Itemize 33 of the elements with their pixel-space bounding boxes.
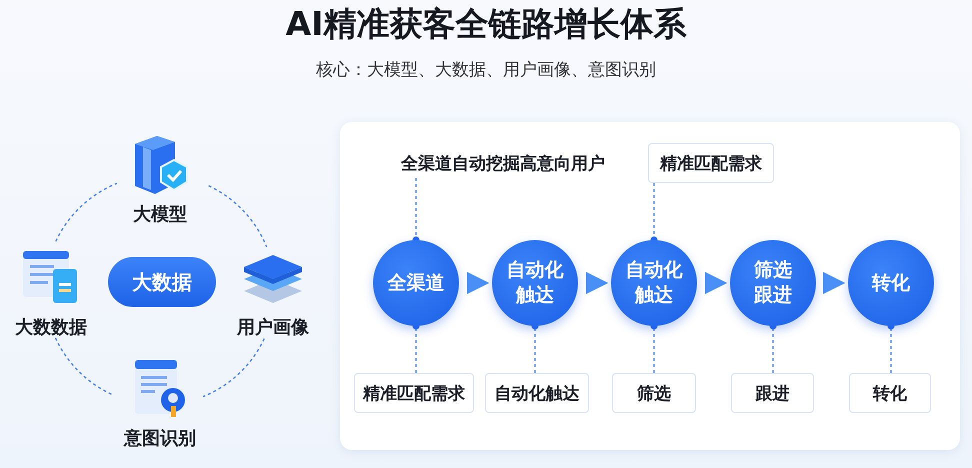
icon-label: 意图识别 <box>124 427 196 450</box>
tag-box <box>485 373 589 413</box>
tag-label: 自动化触达 <box>494 382 580 404</box>
icon-label: 大模型 <box>133 203 187 226</box>
arrow <box>584 272 608 294</box>
icon-label: 用户画像 <box>237 316 309 339</box>
subtitle: 核心：大模型、大数据、用户画像、意图识别 <box>315 59 657 81</box>
step-label: 自动化触达 <box>624 258 684 308</box>
tag-box <box>354 373 474 413</box>
step-label: 自动化触达 <box>505 258 564 308</box>
dashed-connector <box>202 338 265 398</box>
pill-button-shape <box>108 257 216 307</box>
arrow <box>465 272 490 294</box>
dashed-connector <box>55 182 118 242</box>
tag-box <box>731 373 814 413</box>
dashed-connector <box>208 185 268 248</box>
arrow <box>703 272 728 294</box>
tag-label: 转化 <box>873 382 907 404</box>
step-label: 全渠道 <box>386 270 446 296</box>
arrow <box>822 272 846 294</box>
tag-box <box>849 373 931 413</box>
note-text: 全渠道自动挖掘高意向用户 <box>401 152 605 174</box>
step-label: 转化 <box>870 270 911 296</box>
tag-label: 跟进 <box>756 382 790 404</box>
tag-label: 精准匹配需求 <box>363 382 465 404</box>
tag-box <box>648 143 774 183</box>
tag-label: 精准匹配需求 <box>660 152 762 174</box>
tag-label: 大数据 <box>132 268 192 296</box>
step-label: 筛选跟进 <box>752 258 793 308</box>
icon-label: 大数数据 <box>15 316 87 339</box>
tag-label: 筛选 <box>637 382 671 404</box>
tag-box <box>612 373 696 413</box>
title: AI精准获客全链路增长体系 <box>284 3 688 45</box>
